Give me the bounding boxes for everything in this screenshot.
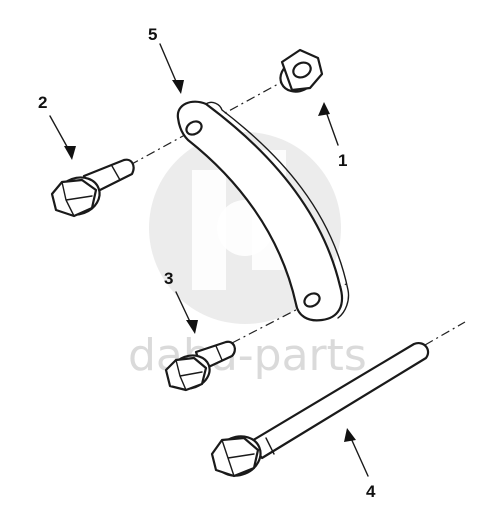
callout-leaders <box>49 43 369 477</box>
bracket-lower-hole <box>303 292 321 308</box>
callout-4-leader <box>349 435 369 477</box>
lower-centerline <box>231 281 351 344</box>
callout-5-label: 5 <box>148 25 157 44</box>
curved-bracket-icon <box>176 100 350 322</box>
flange-bolt-icon-upper <box>50 158 135 218</box>
callout-4-label: 4 <box>366 482 376 501</box>
callout-1-label: 1 <box>338 151 347 170</box>
callout-4-arrowhead <box>344 428 356 442</box>
long-flange-bolt-icon <box>210 342 430 478</box>
callout-3-label: 3 <box>164 269 173 288</box>
callout-5-arrowhead <box>172 80 184 94</box>
callout-1-arrowhead <box>318 102 330 116</box>
bracket-upper-hole <box>185 120 203 136</box>
callout-3-arrowhead <box>186 320 198 334</box>
flange-nut-icon <box>279 48 324 93</box>
watermark-text: daba-parts <box>128 330 367 381</box>
long-bolt-centerline <box>424 321 466 346</box>
callout-5-leader <box>159 43 179 87</box>
callout-2-label: 2 <box>38 93 47 112</box>
flange-bolt-icon-lower <box>164 340 236 392</box>
callout-2-arrowhead <box>64 146 76 160</box>
